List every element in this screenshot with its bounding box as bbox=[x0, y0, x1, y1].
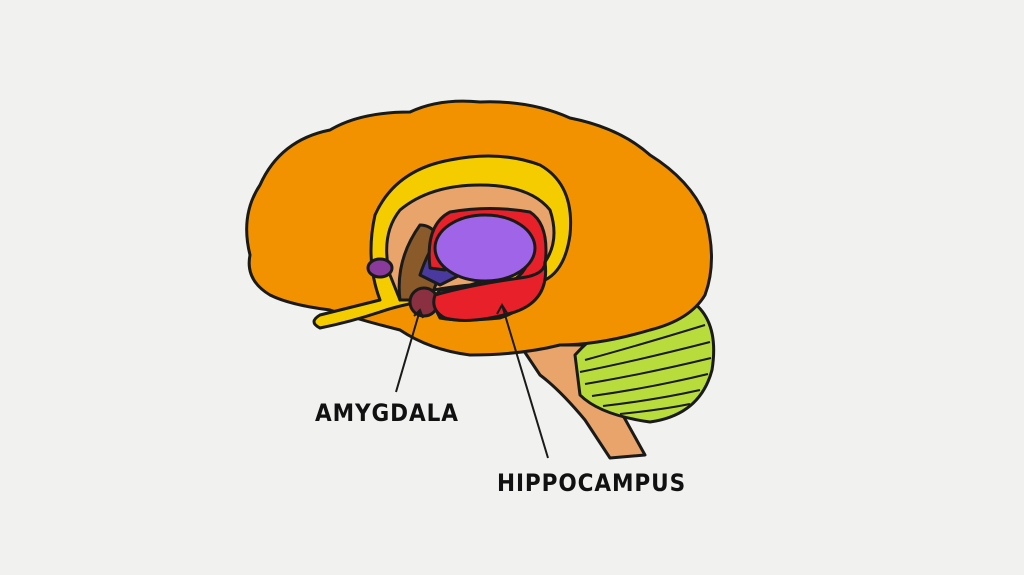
purple-region bbox=[366, 257, 394, 279]
hippocampus-pointer bbox=[496, 303, 549, 459]
amygdala-pointer bbox=[395, 308, 424, 393]
hippocampus bbox=[432, 260, 548, 322]
thalamus bbox=[433, 213, 537, 283]
hippocampus-label: HIPPOCAMPUS bbox=[497, 469, 687, 497]
amygdala-label: AMYGDALA bbox=[315, 399, 459, 427]
